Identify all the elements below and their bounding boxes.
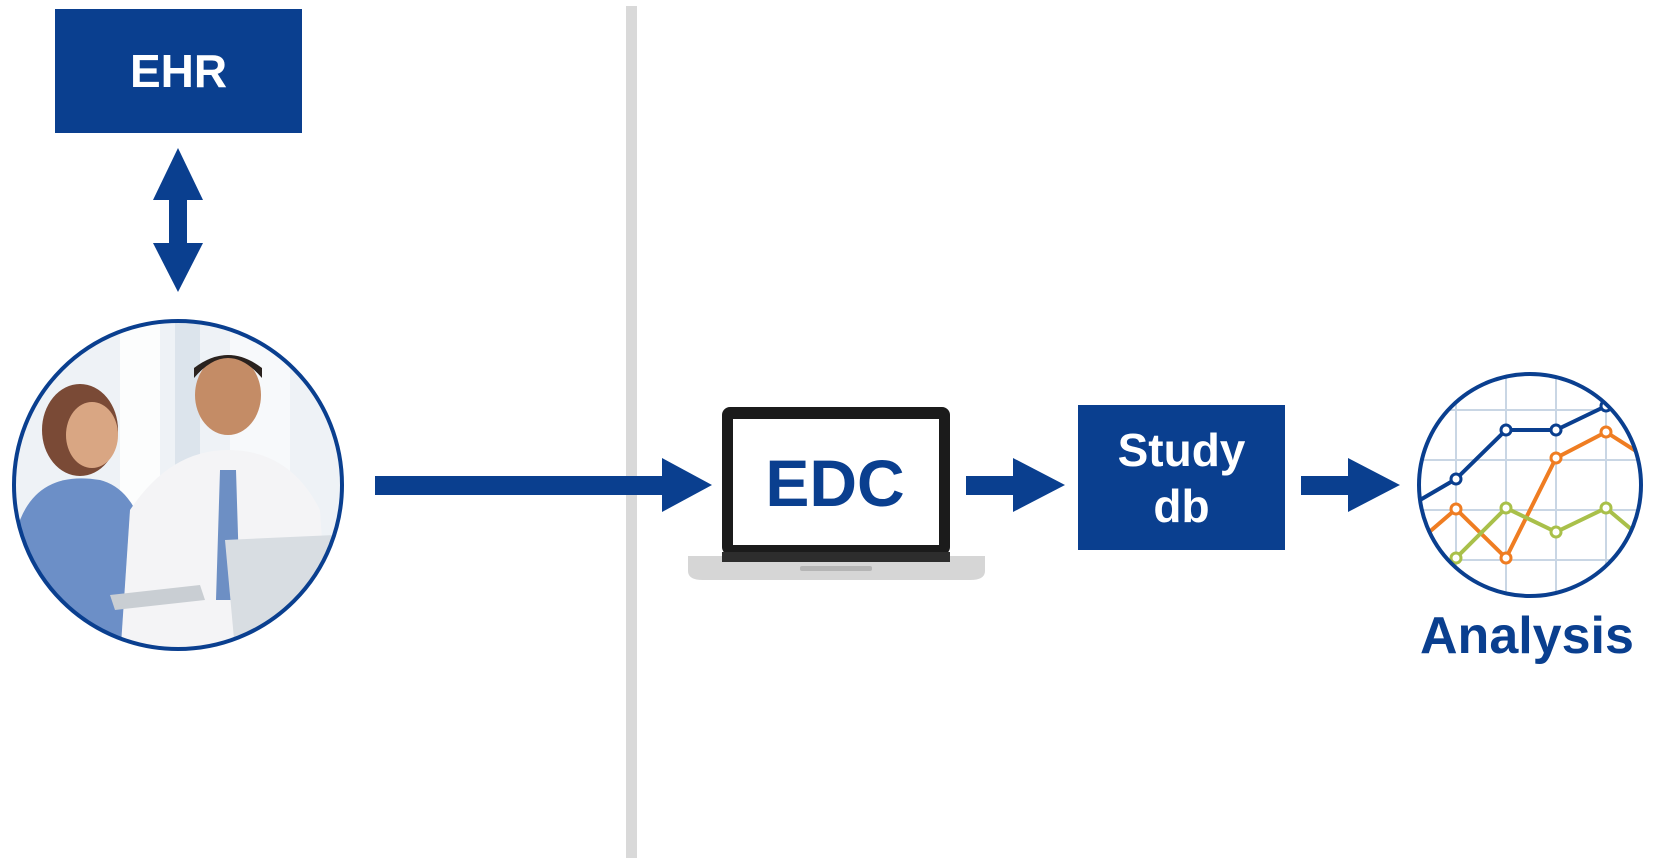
edc-label: EDC xyxy=(765,446,905,520)
study-db-label-line2: db xyxy=(1153,479,1210,532)
arrow-to-study-db-icon xyxy=(966,458,1065,512)
analysis-label: Analysis xyxy=(1420,607,1634,665)
laptop-icon xyxy=(688,407,985,580)
arrow-to-edc-icon xyxy=(375,458,712,512)
study-db-box: Study db xyxy=(1078,405,1285,550)
section-divider xyxy=(626,6,637,858)
clinicians-photo xyxy=(12,319,344,651)
ehr-box: EHR xyxy=(55,9,302,133)
ehr-label: EHR xyxy=(129,45,228,97)
analysis-chart-icon xyxy=(1417,372,1643,598)
bidirectional-arrow-icon xyxy=(153,148,203,292)
study-db-label-line1: Study xyxy=(1117,423,1246,476)
arrow-to-analysis-icon xyxy=(1301,458,1400,512)
